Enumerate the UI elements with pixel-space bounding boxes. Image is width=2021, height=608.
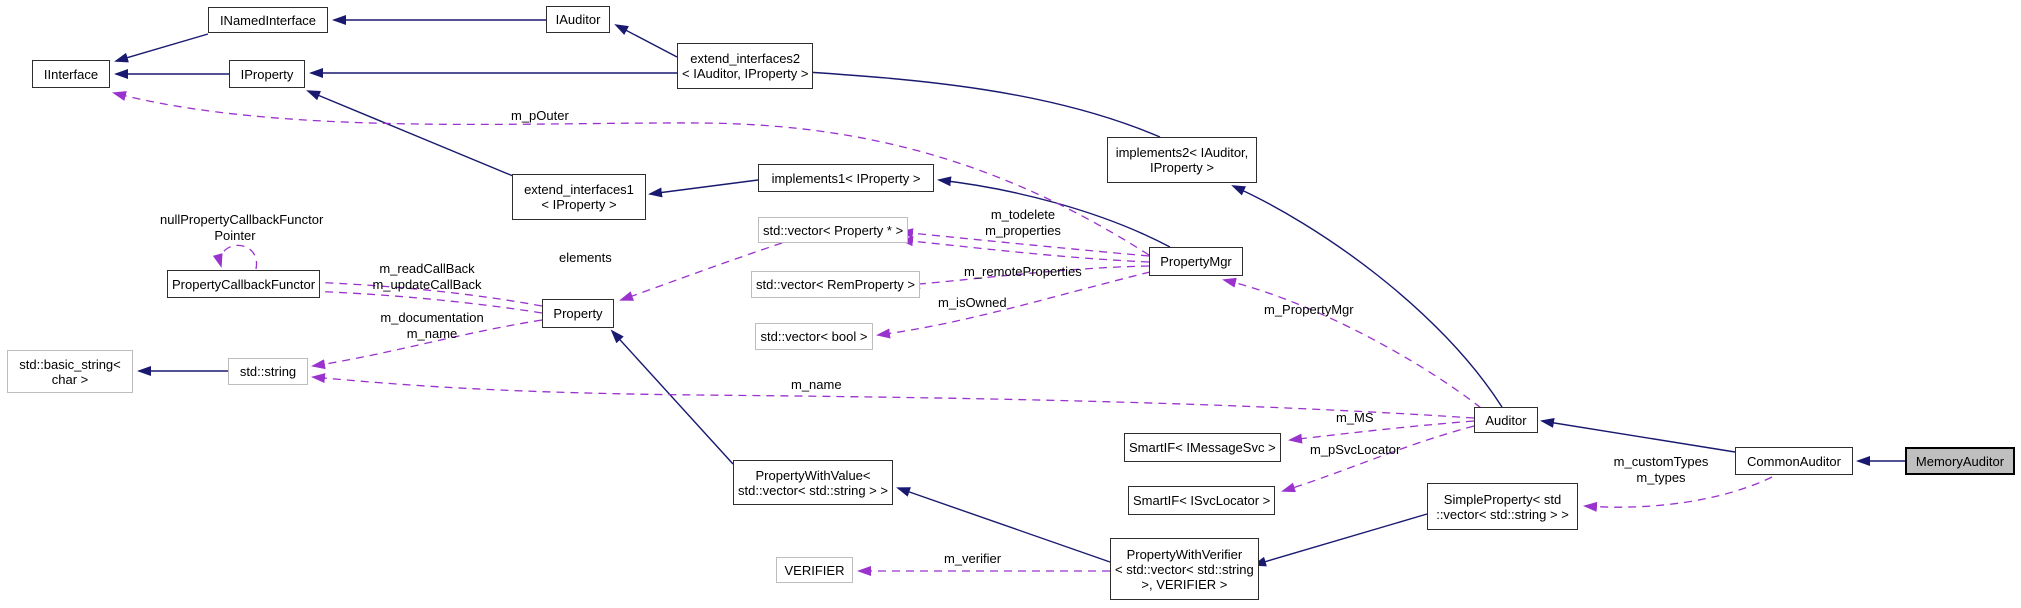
- edge-pcf-selfloop-nullpointer: [212, 244, 258, 270]
- node-commonauditor[interactable]: CommonAuditor: [1735, 447, 1853, 475]
- edge-label-documentation-name: m_documentation m_name: [380, 310, 484, 341]
- edge-label-m-pouter: m_pOuter: [511, 108, 569, 123]
- node-property-label: Property: [553, 306, 603, 321]
- node-iproperty-label: IProperty: [240, 66, 294, 82]
- edge-property-mreadcallback-pcf: [306, 277, 543, 307]
- edge-label-todelete-properties: m_todelete m_properties: [985, 207, 1061, 238]
- edge-auditor-mpsvclocator-smartifisvclocator: [1281, 425, 1475, 493]
- edge-label-m-propertymgr: m_PropertyMgr: [1264, 302, 1354, 317]
- edge-commonauditor-to-auditor: [1540, 417, 1736, 453]
- node-inamedinterface-label: INamedInterface: [219, 12, 317, 28]
- node-vector-remproperty: std::vector< RemProperty >: [751, 271, 920, 298]
- node-propertywithvalue[interactable]: PropertyWithValue< std::vector< std::str…: [733, 460, 893, 505]
- edge-vectorproperty-elements-property: [619, 242, 783, 301]
- node-implements2[interactable]: implements2< IAuditor, IProperty >: [1107, 137, 1257, 183]
- node-propertycallbackfunctor-label: PropertyCallbackFunctor: [172, 276, 316, 292]
- edge-inamedinterface-to-iinterface: [114, 33, 209, 63]
- node-basicstring-label: std::basic_string< char >: [19, 356, 121, 387]
- edge-extendinterfaces2-to-iauditor: [614, 24, 678, 58]
- node-auditor-label: Auditor: [1485, 412, 1527, 428]
- node-implements1-label: implements1< IProperty >: [771, 170, 921, 186]
- node-propertymgr-label: PropertyMgr: [1160, 254, 1232, 269]
- node-extend-interfaces1-label: extend_interfaces1 < IProperty >: [524, 182, 634, 212]
- node-vector-remproperty-label: std::vector< RemProperty >: [756, 277, 915, 292]
- node-propertycallbackfunctor[interactable]: PropertyCallbackFunctor: [167, 270, 321, 298]
- edge-label-m-ms: m_MS: [1336, 410, 1374, 425]
- node-stdstring-label: std::string: [239, 364, 297, 379]
- edge-propertymgr-mpouter-iinterface: [112, 91, 1150, 256]
- edge-property-mupdatecallback-pcf: [306, 286, 543, 314]
- edge-propertywithverifier-to-propertywithvalue: [896, 487, 1111, 563]
- edge-label-nullpropertycallbackfunctor-pointer: nullPropertyCallbackFunctor Pointer: [160, 212, 324, 243]
- node-propertymgr[interactable]: PropertyMgr: [1149, 247, 1243, 276]
- node-propertywithverifier-label: PropertyWithVerifier < std::vector< std:…: [1115, 546, 1254, 592]
- node-vector-property-label: std::vector< Property * >: [763, 222, 904, 238]
- edge-propertymgr-mproperties-vectorproperty: [899, 236, 1150, 263]
- node-extend-interfaces2-label: extend_interfaces2 < IAuditor, IProperty…: [682, 51, 809, 81]
- node-vector-bool: std::vector< bool >: [755, 323, 873, 350]
- node-iauditor-label: IAuditor: [555, 12, 601, 27]
- edge-propertymgr-to-implements1: [937, 176, 1171, 248]
- node-smartif-imessagesvc[interactable]: SmartIF< IMessageSvc >: [1124, 433, 1281, 462]
- edge-label-elements: elements: [559, 250, 612, 265]
- node-auditor[interactable]: Auditor: [1474, 407, 1538, 433]
- node-iinterface[interactable]: IInterface: [32, 60, 110, 88]
- node-memoryauditor: MemoryAuditor: [1905, 447, 2015, 475]
- node-smartif-imessagesvc-label: SmartIF< IMessageSvc >: [1129, 440, 1276, 455]
- node-extend-interfaces1[interactable]: extend_interfaces1 < IProperty >: [512, 174, 646, 220]
- edge-extendinterfaces1-to-iproperty: [306, 90, 514, 177]
- node-smartif-isvclocator-label: SmartIF< ISvcLocator >: [1133, 493, 1271, 508]
- node-smartif-isvclocator[interactable]: SmartIF< ISvcLocator >: [1128, 486, 1276, 515]
- node-implements2-label: implements2< IAuditor, IProperty >: [1115, 145, 1249, 175]
- node-commonauditor-label: CommonAuditor: [1747, 453, 1841, 469]
- node-iproperty[interactable]: IProperty: [229, 60, 305, 88]
- edge-label-readcallback-updatecallback: m_readCallBack m_updateCallBack: [372, 261, 482, 292]
- edge-label-m-psvclocator: m_pSvcLocator: [1310, 442, 1401, 457]
- node-memoryauditor-label: MemoryAuditor: [1915, 453, 2005, 469]
- edge-auditor-to-implements2: [1231, 185, 1503, 408]
- edge-implements1-to-extendinterfaces1: [648, 179, 759, 198]
- edge-propertymgr-mtodelete-vectorproperty: [899, 228, 1150, 257]
- node-vector-bool-label: std::vector< bool >: [760, 329, 868, 344]
- node-basicstring: std::basic_string< char >: [7, 350, 133, 393]
- edge-auditor-mpropertymgr-propertymgr: [1222, 277, 1482, 409]
- edge-label-m-verifier: m_verifier: [944, 551, 1002, 566]
- edge-label-customtypes-types: m_customTypes m_types: [1613, 454, 1709, 485]
- edge-label-m-name: m_name: [791, 377, 842, 392]
- node-vector-property: std::vector< Property * >: [758, 217, 909, 243]
- edge-auditor-mname-stdstring: [311, 373, 1475, 419]
- node-extend-interfaces2[interactable]: extend_interfaces2 < IAuditor, IProperty…: [677, 43, 814, 89]
- edge-simpleproperty-to-propertywithverifier: [1252, 513, 1428, 567]
- edge-propertymgr-mremoteproperties-vectorremproperty: [906, 265, 1150, 289]
- edge-label-m-remoteproperties: m_remoteProperties: [964, 264, 1082, 279]
- edge-label-m-isowned: m_isOwned: [938, 295, 1007, 310]
- node-stdstring: std::string: [228, 358, 308, 385]
- edge-commonauditor-mcustomtypes-simpleproperty: [1583, 476, 1773, 512]
- node-verifier-label: VERIFIER: [784, 562, 845, 578]
- edge-property-mdocumentation-stdstring: [311, 319, 543, 370]
- node-iauditor[interactable]: IAuditor: [546, 6, 610, 33]
- edge-propertywithvalue-to-property: [610, 329, 734, 465]
- node-propertywithverifier[interactable]: PropertyWithVerifier < std::vector< std:…: [1110, 538, 1259, 600]
- node-simpleproperty-label: SimpleProperty< std ::vector< std::strin…: [1436, 491, 1569, 522]
- node-verifier: VERIFIER: [776, 557, 853, 583]
- edge-propertymgr-misowned-vectorbool: [876, 271, 1151, 339]
- node-property[interactable]: Property: [542, 299, 614, 328]
- node-propertywithvalue-label: PropertyWithValue< std::vector< std::str…: [738, 467, 888, 498]
- edge-auditor-mms-smartifimessagesvc: [1288, 420, 1475, 444]
- node-iinterface-label: IInterface: [43, 66, 99, 82]
- node-implements1[interactable]: implements1< IProperty >: [758, 164, 934, 192]
- node-inamedinterface[interactable]: INamedInterface: [208, 7, 328, 33]
- node-simpleproperty[interactable]: SimpleProperty< std ::vector< std::strin…: [1427, 483, 1578, 530]
- edge-implements2-to-extendinterfaces2: [788, 66, 1161, 138]
